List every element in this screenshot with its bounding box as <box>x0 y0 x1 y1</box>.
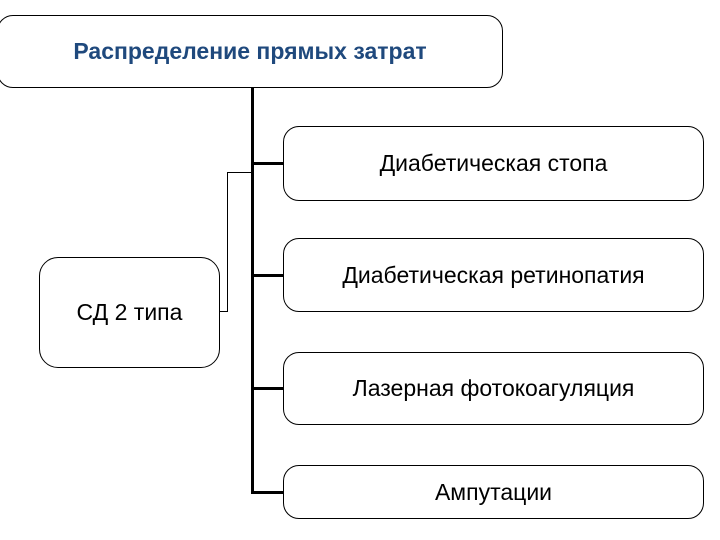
branch-line-3 <box>252 387 284 390</box>
branch-line-4 <box>252 491 284 494</box>
child-node-label: Диабетическая стопа <box>379 150 608 177</box>
child-node-diabetic-foot: Диабетическая стопа <box>283 126 704 201</box>
root-connector-stub <box>219 311 228 313</box>
root-node-sd2: СД 2 типа <box>39 257 220 368</box>
child-node-amputations: Ампутации <box>283 465 704 519</box>
root-connector-horizontal <box>227 172 252 174</box>
child-node-laser-photocoagulation: Лазерная фотокоагуляция <box>283 352 704 425</box>
root-node-label: СД 2 типа <box>76 299 183 326</box>
diagram-title-box: Распределение прямых затрат <box>0 15 503 88</box>
child-node-label: Лазерная фотокоагуляция <box>352 375 635 402</box>
branch-line-1 <box>252 162 284 165</box>
diagram-title-text: Распределение прямых затрат <box>73 38 427 65</box>
child-node-label: Ампутации <box>434 478 553 505</box>
root-connector-vertical <box>226 172 228 312</box>
child-node-diabetic-retinopathy: Диабетическая ретинопатия <box>283 238 704 312</box>
child-node-label: Диабетическая ретинопатия <box>342 261 645 288</box>
trunk-line <box>251 88 254 494</box>
branch-line-2 <box>252 274 284 277</box>
